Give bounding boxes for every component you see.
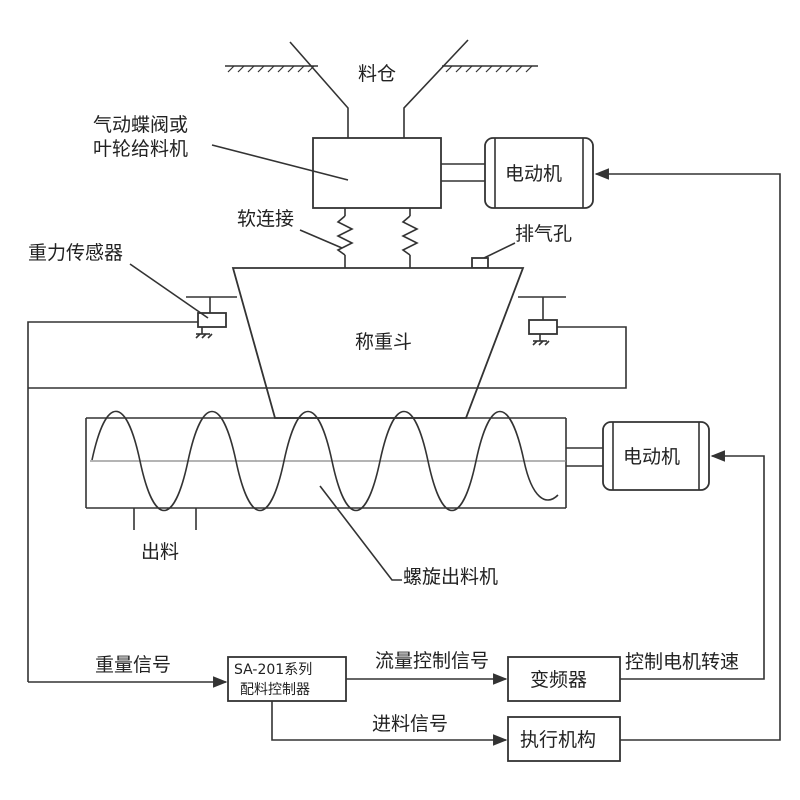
feeder-valve-box — [312, 137, 442, 209]
silo-label: 料仓 — [358, 63, 396, 85]
motor-top-body — [484, 137, 594, 209]
motor-screw-label: 电动机 — [623, 446, 680, 468]
gravity-sensor-leader — [129, 263, 209, 319]
motor-top: 电动机 — [484, 137, 594, 209]
soft-connection-leader — [299, 229, 343, 249]
silo-wall-right — [403, 39, 469, 138]
ground-hatch-left — [227, 65, 315, 73]
controller-label-line2: 配料控制器 — [240, 682, 310, 698]
weight-signal-line-right — [28, 326, 627, 389]
feeder-label-line2: 叶轮给料机 — [93, 138, 188, 160]
vent-hole-label: 排气孔 — [515, 223, 572, 245]
vent-hole — [471, 257, 489, 269]
weight-signal-line-left — [27, 321, 198, 682]
inverter-box — [507, 656, 621, 702]
actuator-label: 执行机构 — [520, 729, 596, 751]
weight-signal-label: 重量信号 — [95, 654, 171, 676]
motor-speed-label: 控制电机转速 — [625, 651, 739, 673]
silo-wall-left — [289, 41, 349, 138]
motor-top-label: 电动机 — [505, 163, 562, 185]
screw-feeder-label: 螺旋出料机 — [403, 566, 498, 588]
flow-control-label: 流量控制信号 — [375, 650, 489, 672]
actuator-box — [507, 716, 621, 762]
weigh-hopper-label: 称重斗 — [355, 331, 412, 353]
soft-connection-springs — [336, 208, 419, 268]
gravity-sensor-left — [186, 296, 237, 339]
screw-helix — [91, 410, 559, 512]
screw-feeder-leader — [319, 485, 402, 581]
screw-conveyor — [85, 410, 567, 530]
gravity-sensor-label: 重力传感器 — [28, 242, 123, 264]
motor-screw-body — [602, 421, 710, 491]
vent-hole-leader — [483, 242, 516, 259]
soft-connection-label: 软连接 — [237, 208, 294, 230]
silo: 料仓 — [225, 39, 538, 138]
feeder-leader-line — [211, 144, 349, 181]
actuator-to-motor-line — [594, 168, 781, 741]
gravity-sensor-right — [518, 296, 566, 346]
inverter-label: 变频器 — [530, 669, 587, 691]
feed-signal-label: 进料信号 — [372, 713, 448, 735]
motor-screw: 电动机 — [602, 421, 710, 491]
controller-label-line1: SA-201系列 — [234, 662, 312, 678]
controller-box — [227, 656, 347, 702]
feeder-label-line1: 气动蝶阀或 — [93, 114, 188, 136]
feed-signal-line — [271, 701, 508, 746]
discharge-label: 出料 — [141, 541, 179, 563]
ground-hatch-right — [445, 65, 533, 73]
motor-speed-line — [620, 450, 765, 680]
